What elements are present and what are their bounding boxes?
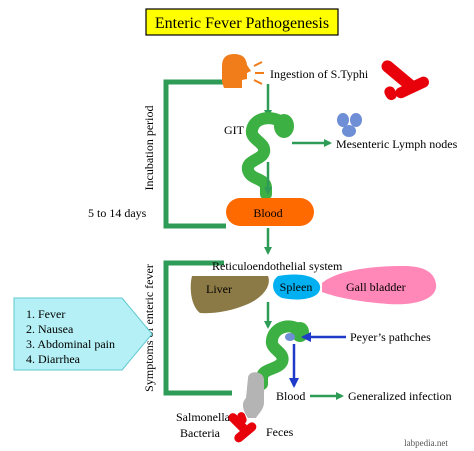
watermark: labpedia.net [404,438,448,448]
bacteria-icon [381,60,430,101]
blood-pill [226,198,314,226]
liver-shape [190,276,269,314]
incubation-bracket [163,79,228,229]
spleen-label: Spleen [280,280,313,294]
symptom-item: 4. Diarrhea [26,352,81,366]
symptoms-box [13,297,153,371]
incubation-label: Incubation period [142,106,156,191]
ingestion-label: Ingestion of S.Typhi [270,67,369,81]
lower-intestine-icon [256,320,308,390]
generalized-label: Generalized infection [348,389,452,403]
peyers-patch [285,333,295,341]
title-box [145,8,339,36]
symptoms-bracket [163,260,232,396]
symptom-item: 2. Nausea [26,322,74,336]
mesenteric-label: Mesenteric Lymph nodes [336,137,458,151]
peyers-label: Peyer’s pathches [350,330,431,344]
diagram-title: Enteric Fever Pathogenesis [155,15,329,32]
bacteria-icon-lower [228,412,257,443]
spleen-shape [273,274,321,300]
blood-label: Blood [253,206,282,220]
gallbladder-label: Gall bladder [346,280,406,294]
bacteria-label: Bacteria [180,426,221,440]
feces-label: Feces [266,425,294,439]
head-icon [222,54,264,88]
salmonella-label: Salmonella [176,410,231,424]
duration-label: 5 to 14 days [88,206,147,220]
symptom-item: 1. Fever [26,307,65,321]
res-label: Reticuloendothelial system [212,259,343,273]
lymph-node-icon [337,113,362,137]
feces-shape [242,372,264,418]
liver-label: Liver [206,282,232,296]
git-label: GIT [224,123,245,137]
blood2-label: Blood [276,389,305,403]
intestine-icon [241,112,292,200]
gallbladder-shape [322,266,437,305]
symptom-item: 3. Abdominal pain [26,337,115,351]
intestine-cap [274,114,294,138]
symptoms-label: Symptoms of enteric fever [142,264,156,392]
